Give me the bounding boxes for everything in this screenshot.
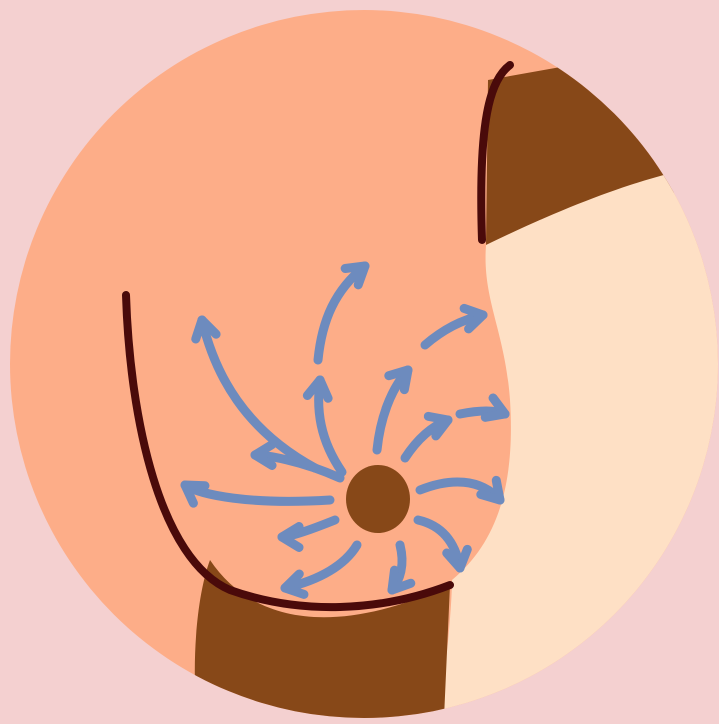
nipple	[346, 465, 410, 533]
